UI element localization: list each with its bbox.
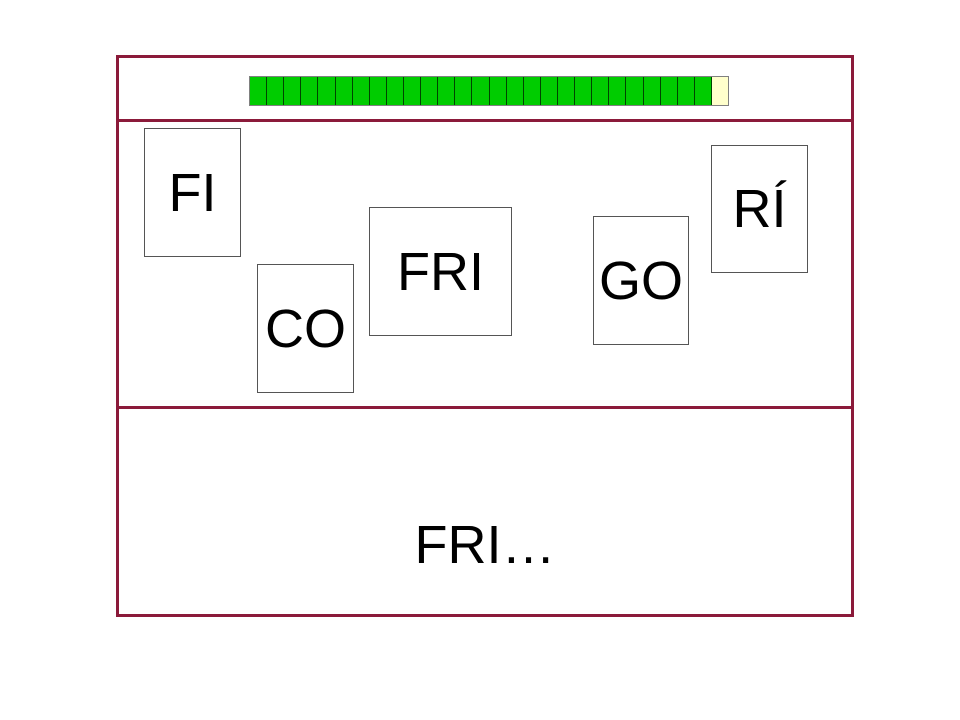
progress-segment-filled <box>609 77 627 105</box>
progress-segment-filled <box>318 77 336 105</box>
syllable-card-go[interactable]: GO <box>593 216 689 345</box>
progress-segment-filled <box>352 77 370 105</box>
syllable-card-label: CO <box>265 298 346 359</box>
progress-segment-filled <box>643 77 661 105</box>
answer-panel <box>116 406 854 617</box>
progress-segment-filled <box>455 77 473 105</box>
syllable-card-label: GO <box>598 250 683 311</box>
syllable-card-label: FI <box>168 162 217 223</box>
progress-segment-filled <box>386 77 404 105</box>
progress-segment-filled <box>592 77 610 105</box>
progress-segment-filled <box>267 77 285 105</box>
answer-word: FRI… <box>116 406 854 617</box>
progress-segment-filled <box>489 77 507 105</box>
progress-segment-filled <box>403 77 422 105</box>
progress-segment-filled <box>523 77 541 105</box>
progress-segment-filled <box>677 77 695 105</box>
syllable-card-fri[interactable]: FRI <box>369 207 512 336</box>
progress-segment-filled <box>421 77 439 105</box>
progress-segment-filled <box>284 77 302 105</box>
progress-segment-filled <box>369 77 387 105</box>
progress-segment-filled <box>694 77 712 105</box>
progress-segment-empty <box>711 77 729 105</box>
progress-segment-filled <box>335 77 353 105</box>
syllable-card-co[interactable]: CO <box>257 264 354 393</box>
progress-segment-filled <box>540 77 558 105</box>
progress-segment-filled <box>438 77 456 105</box>
progress-segment-filled <box>660 77 678 105</box>
progress-segment-filled <box>575 77 593 105</box>
progress-segment-filled <box>301 77 319 105</box>
progress-segment-filled <box>557 77 576 105</box>
answer-word-text: FRI… <box>414 514 556 575</box>
progress-bar <box>249 76 729 106</box>
syllable-card-label: FRI <box>397 241 484 302</box>
syllable-card-fi[interactable]: FI <box>144 128 241 257</box>
progress-segment-filled <box>626 77 644 105</box>
syllable-card-ri[interactable]: RÍ <box>711 145 808 273</box>
progress-segment-filled <box>250 77 268 105</box>
syllable-card-label: RÍ <box>732 179 787 239</box>
progress-segment-filled <box>472 77 490 105</box>
progress-segment-filled <box>506 77 524 105</box>
